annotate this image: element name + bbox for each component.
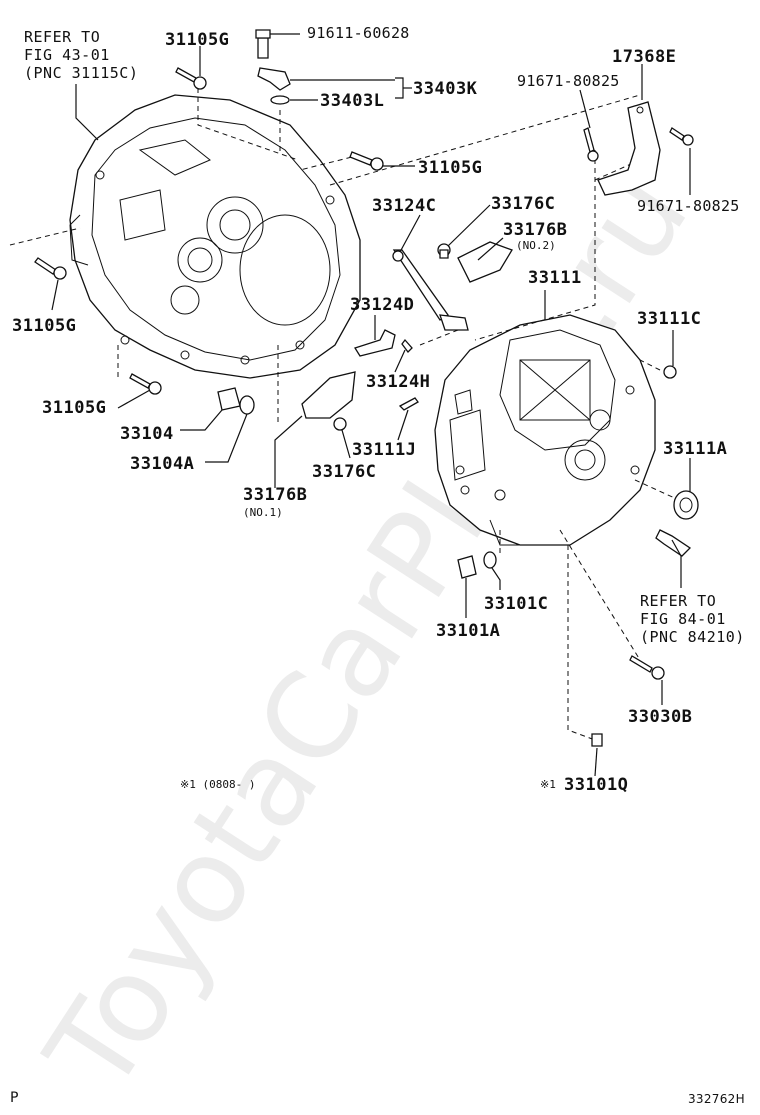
pin-33111j [398, 397, 419, 411]
label-33101a: 33101A [436, 621, 501, 641]
plate-33176b-no2 [457, 241, 513, 283]
label-33101q: 33101Q [564, 775, 629, 795]
gasket-33104a [239, 395, 255, 415]
bolt-91611-60628 [255, 29, 271, 59]
refer-line-1: REFER TO [640, 592, 717, 610]
label-31105g-bottom: 31105G [42, 398, 107, 418]
bolt-91671-b [669, 127, 694, 146]
bolt-33124h [401, 338, 413, 353]
refer-line-1: REFER TO [24, 28, 101, 46]
refer-line-2: FIG 84-01 [640, 610, 726, 628]
label-33124h: 33124H [366, 372, 431, 392]
bolt-33030b [629, 655, 665, 680]
bolt-33176c-a [437, 243, 451, 259]
label-91671-80825-a: 91671-80825 [517, 72, 620, 90]
label-33030b: 33030B [628, 707, 693, 727]
label-33403l: 33403L [320, 91, 385, 111]
o-ring-33403l [270, 95, 290, 105]
refer-fig-43-01: REFER TO FIG 43-01 (PNC 31115C) [24, 28, 138, 82]
label-17368e: 17368E [612, 47, 677, 67]
bracket-33124d [354, 329, 396, 357]
bolt-31105g-top [175, 67, 207, 90]
label-31105g-mid: 31105G [418, 158, 483, 178]
label-31105g-left: 31105G [12, 316, 77, 336]
label-mark-1: ※1 [540, 778, 556, 791]
footer-left-mark: P [10, 1090, 19, 1106]
bracket-17368e [597, 101, 661, 196]
label-33101c: 33101C [484, 594, 549, 614]
bolt-31105g-left [34, 257, 67, 280]
label-33176c-a: 33176C [491, 194, 556, 214]
bolt-33101q [591, 733, 603, 747]
label-31105g-top: 31105G [165, 30, 230, 50]
seal-33111a [673, 490, 699, 520]
label-33124d: 33124D [350, 295, 415, 315]
rod-33124c [392, 249, 469, 331]
label-33176c-b: 33176C [312, 462, 377, 482]
label-33111c: 33111C [637, 309, 702, 329]
figure-code: 332762H [688, 1092, 745, 1106]
label-note-1: ※1 (0808- ) [180, 778, 256, 791]
plug-33104 [217, 387, 241, 411]
label-33124c: 33124C [372, 196, 437, 216]
refer-line-2: FIG 43-01 [24, 46, 110, 64]
bolt-31105g-bottom [129, 373, 162, 395]
transaxle-housing-left [69, 94, 361, 379]
refer-line-3: (PNC 84210) [640, 628, 745, 646]
label-91671-80825-b: 91671-80825 [637, 197, 740, 215]
label-33104: 33104 [120, 424, 174, 444]
label-33111: 33111 [528, 268, 582, 288]
plug-33101a [457, 555, 477, 579]
bolt-91671-a [583, 127, 599, 162]
label-91611-60628: 91611-60628 [307, 24, 410, 42]
refer-fig-84-01: REFER TO FIG 84-01 (PNC 84210) [640, 592, 745, 646]
bolt-33111c [663, 365, 677, 379]
transmission-case-right [434, 314, 656, 546]
cover-33176b-no1 [301, 371, 356, 419]
shift-lever-33403k [257, 67, 291, 91]
label-33176b-a: 33176B [503, 220, 568, 240]
label-no1: (NO.1) [243, 506, 283, 519]
leader-lines [51, 33, 691, 777]
label-33403k: 33403K [413, 79, 478, 99]
bolt-31105g-mid [349, 151, 384, 171]
refer-line-3: (PNC 31115C) [24, 64, 139, 82]
label-33176b-b: 33176B [243, 485, 308, 505]
label-33104a: 33104A [130, 454, 195, 474]
gasket-33101c [483, 551, 497, 569]
label-33111j: 33111J [352, 440, 417, 460]
label-33111a: 33111A [663, 439, 728, 459]
bolt-33176c-b [333, 417, 347, 431]
label-no2: (NO.2) [516, 239, 556, 252]
